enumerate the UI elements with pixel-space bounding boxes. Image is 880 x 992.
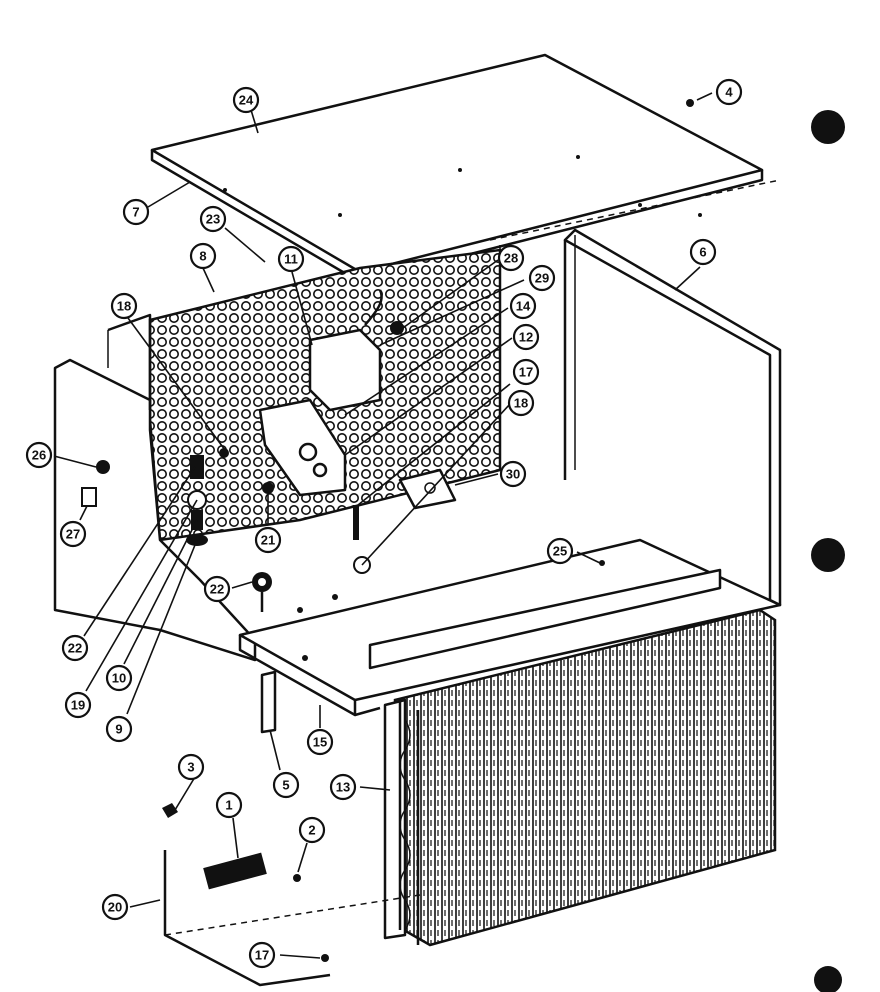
- svg-text:9: 9: [115, 722, 122, 737]
- callout-18-lower: 18: [507, 389, 535, 417]
- svg-text:17: 17: [255, 948, 269, 963]
- callout-12: 12: [512, 323, 540, 351]
- callout-15: 15: [306, 728, 334, 756]
- leader-lines: [53, 92, 713, 959]
- callout-17-upper: 17: [512, 358, 540, 386]
- svg-text:11: 11: [284, 252, 298, 267]
- callout-22-right: 22: [203, 575, 231, 603]
- svg-text:5: 5: [282, 778, 289, 793]
- callout-30: 30: [499, 460, 527, 488]
- clip-part-3: [162, 803, 178, 818]
- svg-text:21: 21: [261, 533, 275, 548]
- callout-10: 10: [105, 664, 133, 692]
- callout-7: 7: [122, 198, 150, 226]
- side-panel: [563, 228, 782, 607]
- svg-text:4: 4: [725, 85, 733, 100]
- callout-8: 8: [189, 242, 217, 270]
- svg-text:6: 6: [699, 245, 706, 260]
- svg-text:1: 1: [225, 798, 232, 813]
- svg-text:15: 15: [313, 735, 327, 750]
- screw-part-2: [293, 874, 301, 882]
- callout-2: 2: [298, 816, 326, 844]
- callout-21: 21: [254, 526, 282, 554]
- svg-text:13: 13: [336, 780, 350, 795]
- svg-text:10: 10: [112, 671, 126, 686]
- svg-text:23: 23: [206, 212, 220, 227]
- svg-text:14: 14: [516, 299, 531, 314]
- svg-text:18: 18: [514, 396, 528, 411]
- vertical-bracket: [260, 670, 277, 734]
- callout-6: 6: [689, 238, 717, 266]
- svg-text:22: 22: [68, 641, 82, 656]
- callout-11: 11: [277, 245, 305, 273]
- screw-part-4: [686, 99, 694, 107]
- knob-part-26: [96, 460, 110, 474]
- callout-22-left: 22: [61, 634, 89, 662]
- callout-24: 24: [232, 86, 260, 114]
- callout-26: 26: [25, 441, 53, 469]
- callout-29: 29: [528, 264, 556, 292]
- nameplate-part-1: [203, 852, 267, 890]
- svg-text:22: 22: [210, 582, 224, 597]
- callout-4: 4: [715, 78, 743, 106]
- svg-text:24: 24: [239, 93, 254, 108]
- callout-28: 28: [497, 244, 525, 272]
- callout-23: 23: [199, 205, 227, 233]
- callout-17-lower: 17: [248, 941, 276, 969]
- svg-text:25: 25: [553, 544, 567, 559]
- svg-text:30: 30: [506, 467, 520, 482]
- clip-part-27: [81, 487, 97, 507]
- callout-27: 27: [59, 520, 87, 548]
- svg-text:26: 26: [32, 448, 46, 463]
- registration-dot-bottom: [814, 966, 842, 992]
- svg-text:3: 3: [187, 760, 194, 775]
- lower-plate: [163, 850, 421, 987]
- svg-text:2: 2: [308, 823, 315, 838]
- screw-part-17b: [321, 954, 329, 962]
- svg-text:8: 8: [199, 249, 206, 264]
- base-pan: [238, 538, 782, 717]
- svg-text:17: 17: [519, 365, 533, 380]
- registration-dot-top: [811, 110, 845, 144]
- svg-text:28: 28: [504, 251, 518, 266]
- svg-text:18: 18: [117, 299, 131, 314]
- svg-text:29: 29: [535, 271, 549, 286]
- callout-3: 3: [177, 753, 205, 781]
- svg-text:12: 12: [519, 330, 533, 345]
- callout-14: 14: [509, 292, 537, 320]
- nut-part-22b: [252, 572, 272, 612]
- callout-25: 25: [546, 537, 574, 565]
- nut-part-21: [262, 482, 274, 494]
- screw-part-25: [599, 560, 605, 566]
- condenser-coil: [383, 608, 777, 947]
- svg-text:19: 19: [71, 698, 85, 713]
- callout-18-upper: 18: [110, 292, 138, 320]
- callout-1: 1: [215, 791, 243, 819]
- callout-13: 13: [329, 773, 357, 801]
- callout-20: 20: [101, 893, 129, 921]
- callout-5: 5: [272, 771, 300, 799]
- svg-text:20: 20: [108, 900, 122, 915]
- svg-text:27: 27: [66, 527, 80, 542]
- control-bracket: [219, 289, 404, 497]
- callout-19: 19: [64, 691, 92, 719]
- callout-9: 9: [105, 715, 133, 743]
- registration-dot-middle: [811, 538, 845, 572]
- svg-text:7: 7: [132, 205, 139, 220]
